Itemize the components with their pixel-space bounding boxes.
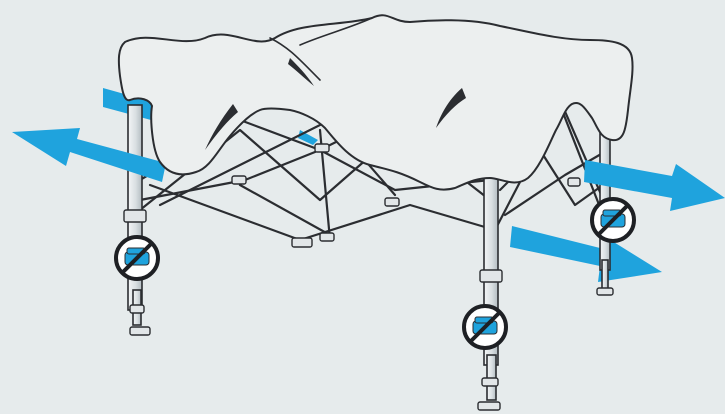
- leg-pin: [482, 378, 498, 386]
- leg-joint: [124, 210, 146, 222]
- leg-joint: [480, 270, 502, 282]
- no-hand-icon: [592, 199, 634, 241]
- joint: [320, 233, 334, 241]
- foot: [597, 288, 613, 295]
- leg-inner: [602, 260, 608, 290]
- joint: [315, 144, 329, 152]
- foot: [130, 327, 150, 335]
- joint: [385, 198, 399, 206]
- no-hand-icon: [464, 306, 506, 348]
- leg-pin: [130, 305, 144, 313]
- joint: [232, 176, 246, 184]
- foot: [478, 402, 500, 410]
- joint: [568, 178, 580, 186]
- joint: [292, 238, 312, 247]
- no-hand-icon: [116, 237, 158, 279]
